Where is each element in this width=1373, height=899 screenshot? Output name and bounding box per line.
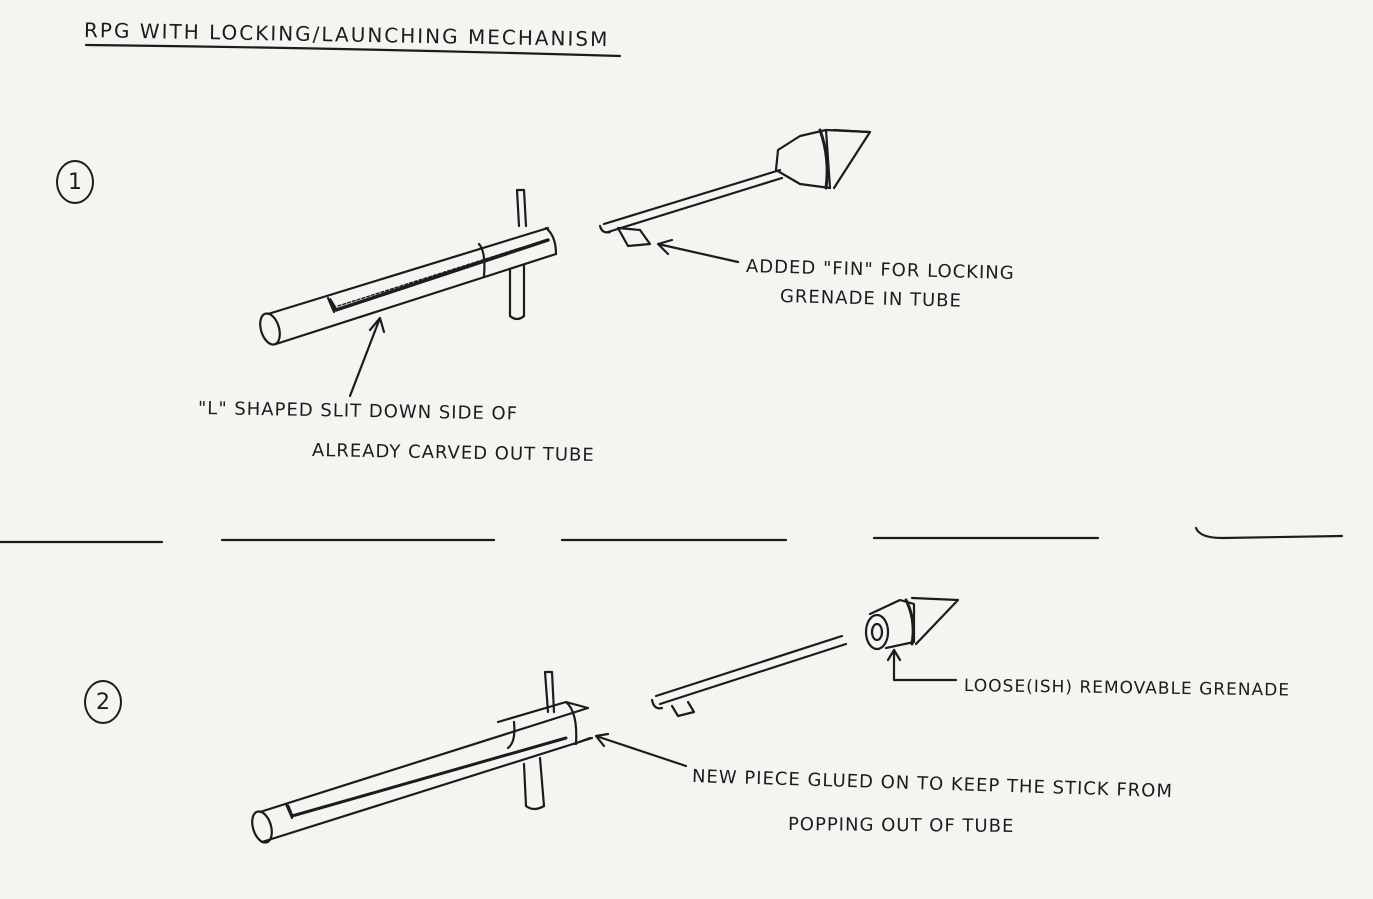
step-number-1: 1 — [56, 160, 94, 204]
grenade-leader-2 — [886, 648, 958, 682]
slit-arrow-1 — [348, 316, 386, 398]
piece-arrow-2 — [594, 732, 688, 768]
tube-1 — [259, 188, 558, 346]
section-divider — [0, 526, 1344, 544]
title-underline — [84, 43, 622, 58]
stick-2 — [650, 634, 848, 718]
grenade-2 — [864, 596, 960, 651]
fin-arrow-1 — [656, 238, 740, 264]
step-number-2: 2 — [84, 680, 122, 724]
tube-2 — [251, 670, 594, 844]
new-piece-label-line-2: popping out of tube — [787, 814, 1015, 837]
grenade-stick-1 — [598, 128, 872, 248]
